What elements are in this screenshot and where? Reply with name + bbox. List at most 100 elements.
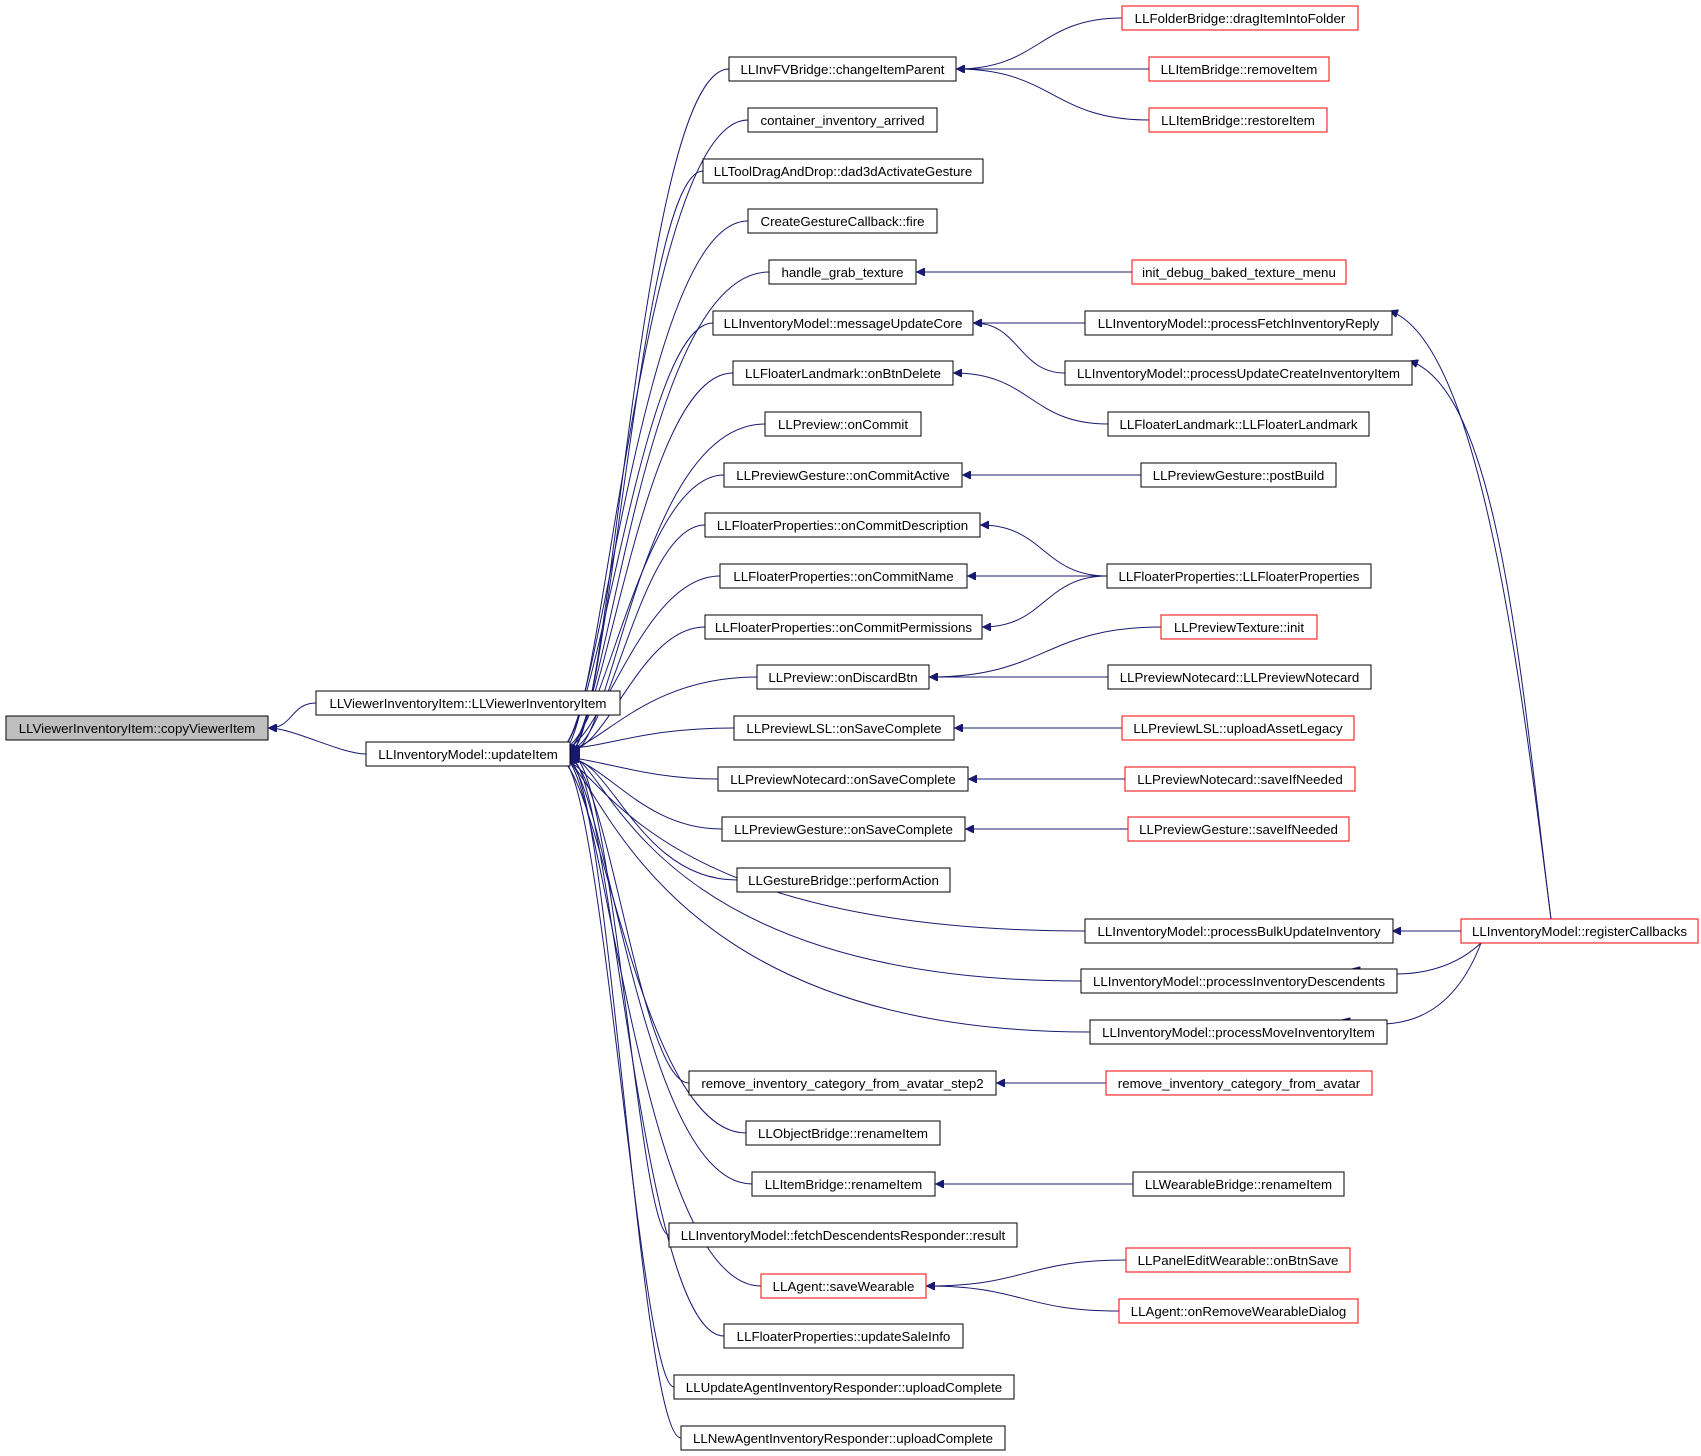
node-bulk[interactable]: LLInventoryModel::processBulkUpdateInven… xyxy=(1084,918,1394,944)
node-update[interactable]: LLInventoryModel::updateItem xyxy=(365,741,571,767)
edge-dad3d-to-update xyxy=(569,170,704,752)
node-lslsave[interactable]: LLPreviewLSL::onSaveComplete xyxy=(733,715,955,741)
node-removeitem[interactable]: LLItemBridge::removeItem xyxy=(1148,56,1330,82)
node-label: LLNewAgentInventoryResponder::uploadComp… xyxy=(693,1431,993,1446)
edge-naup-to-update xyxy=(568,760,682,1439)
node-ncsaveif[interactable]: LLPreviewNotecard::saveIfNeeded xyxy=(1124,766,1356,792)
node-gbperf[interactable]: LLGestureBridge::performAction xyxy=(736,867,951,893)
node-wearren[interactable]: LLWearableBridge::renameItem xyxy=(1132,1171,1345,1197)
node-move[interactable]: LLInventoryModel::processMoveInventoryIt… xyxy=(1089,1019,1388,1045)
node-naup[interactable]: LLNewAgentInventoryResponder::uploadComp… xyxy=(680,1425,1006,1451)
node-fpname[interactable]: LLFloaterProperties::onCommitName xyxy=(719,563,968,589)
node-label: LLViewerInventoryItem::copyViewerItem xyxy=(19,721,256,736)
edge-savewear-to-update xyxy=(563,757,762,1287)
node-box xyxy=(1064,360,1413,386)
node-ncsave[interactable]: LLPreviewNotecard::onSaveComplete xyxy=(717,766,969,792)
edge-fpperm-to-update xyxy=(568,626,706,751)
node-fetchres[interactable]: LLInventoryModel::fetchDescendentsRespon… xyxy=(668,1222,1018,1248)
node-uaup[interactable]: LLUpdateAgentInventoryResponder::uploadC… xyxy=(673,1374,1015,1400)
edge-grab-to-update xyxy=(567,271,770,749)
node-box xyxy=(673,1374,1015,1400)
node-label: handle_grab_texture xyxy=(782,265,904,280)
node-lmctor[interactable]: LLFloaterLandmark::LLFloaterLandmark xyxy=(1107,411,1370,437)
edge-pgactive-to-update xyxy=(563,474,725,748)
node-msgcore[interactable]: LLInventoryModel::messageUpdateCore xyxy=(712,310,974,336)
node-grab[interactable]: handle_grab_texture xyxy=(768,259,917,285)
node-label: LLViewerInventoryItem::LLViewerInventory… xyxy=(330,696,607,711)
node-box xyxy=(721,816,966,842)
node-dad3d[interactable]: LLToolDragAndDrop::dad3dActivateGesture xyxy=(702,158,984,184)
node-rmwear[interactable]: LLAgent::onRemoveWearableDialog xyxy=(1118,1298,1359,1324)
node-objren[interactable]: LLObjectBridge::renameItem xyxy=(745,1120,941,1146)
node-restoreitem[interactable]: LLItemBridge::restoreItem xyxy=(1148,107,1328,133)
node-label: LLObjectBridge::renameItem xyxy=(758,1126,928,1141)
node-label: LLFloaterProperties::onCommitPermissions xyxy=(715,620,973,635)
node-pewsave[interactable]: LLPanelEditWearable::onBtnSave xyxy=(1125,1247,1351,1273)
node-rmstep2[interactable]: remove_inventory_category_from_avatar_st… xyxy=(688,1070,997,1096)
node-label: LLPreviewLSL::uploadAssetLegacy xyxy=(1133,721,1343,736)
node-pgbuild[interactable]: LLPreviewGesture::postBuild xyxy=(1140,462,1337,488)
edge-move-to-update xyxy=(560,757,1091,1033)
edge-itemren-to-update xyxy=(565,760,753,1185)
node-descend[interactable]: LLInventoryModel::processInventoryDescen… xyxy=(1080,968,1398,994)
node-box xyxy=(1121,5,1359,31)
edge-fetchres-to-update xyxy=(572,756,670,1236)
node-ptinit[interactable]: LLPreviewTexture::init xyxy=(1160,614,1318,640)
node-salesinfo[interactable]: LLFloaterProperties::updateSaleInfo xyxy=(723,1323,964,1349)
node-box xyxy=(728,56,957,82)
node-box xyxy=(680,1425,1006,1451)
node-lslupload[interactable]: LLPreviewLSL::uploadAssetLegacy xyxy=(1121,715,1355,741)
node-createinv[interactable]: LLInventoryModel::processUpdateCreateInv… xyxy=(1064,360,1413,386)
node-cgfire[interactable]: CreateGestureCallback::fire xyxy=(747,208,938,234)
node-box xyxy=(704,614,983,640)
node-fpdesc[interactable]: LLFloaterProperties::onCommitDescription xyxy=(704,512,981,538)
node-label: LLFloaterProperties::onCommitDescription xyxy=(717,518,968,533)
node-pgsave[interactable]: LLPreviewGesture::onSaveComplete xyxy=(721,816,966,842)
node-box xyxy=(756,664,930,690)
node-lmdel[interactable]: LLFloaterLandmark::onBtnDelete xyxy=(732,360,954,386)
node-label: container_inventory_arrived xyxy=(760,113,924,128)
node-discard[interactable]: LLPreview::onDiscardBtn xyxy=(756,664,930,690)
node-label: LLFloaterProperties::updateSaleInfo xyxy=(737,1329,951,1344)
node-pnctor[interactable]: LLPreviewNotecard::LLPreviewNotecard xyxy=(1107,664,1372,690)
node-box xyxy=(1148,107,1328,133)
node-ctor[interactable]: LLViewerInventoryItem::LLViewerInventory… xyxy=(315,690,621,716)
node-root[interactable]: LLViewerInventoryItem::copyViewerItem xyxy=(5,715,269,741)
node-fpctor[interactable]: LLFloaterProperties::LLFloaterProperties xyxy=(1106,563,1372,589)
node-label: LLInvFVBridge::changeItemParent xyxy=(740,62,944,77)
node-itemren[interactable]: LLItemBridge::renameItem xyxy=(751,1171,936,1197)
node-dragfolder[interactable]: LLFolderBridge::dragItemIntoFolder xyxy=(1121,5,1359,31)
edge-createinv-to-msgcore xyxy=(974,323,1066,374)
node-box xyxy=(1107,411,1370,437)
node-initdebug[interactable]: init_debug_baked_texture_menu xyxy=(1131,259,1347,285)
node-savewear[interactable]: LLAgent::saveWearable xyxy=(760,1273,927,1299)
node-box xyxy=(1106,563,1372,589)
node-rmcat[interactable]: remove_inventory_category_from_avatar xyxy=(1105,1070,1373,1096)
edge-fpctor-to-fpperm xyxy=(983,575,1108,627)
node-box xyxy=(1140,462,1337,488)
node-box xyxy=(1105,1070,1373,1096)
node-changeParent[interactable]: LLInvFVBridge::changeItemParent xyxy=(728,56,957,82)
node-label: LLPreview::onDiscardBtn xyxy=(768,670,917,685)
node-label: LLInventoryModel::registerCallbacks xyxy=(1472,924,1687,939)
node-box xyxy=(723,1323,964,1349)
edge-dragfolder-to-changeParent xyxy=(957,17,1123,69)
node-label: LLFloaterProperties::LLFloaterProperties xyxy=(1119,569,1360,584)
node-label: LLFloaterProperties::onCommitName xyxy=(733,569,953,584)
node-fpperm[interactable]: LLFloaterProperties::onCommitPermissions xyxy=(704,614,983,640)
node-fetchreply[interactable]: LLInventoryModel::processFetchInventoryR… xyxy=(1084,310,1393,336)
edge-regcb-to-fetchreply xyxy=(1390,311,1552,920)
node-box xyxy=(365,741,571,767)
edge-update-to-root xyxy=(269,728,367,755)
node-label: LLGestureBridge::performAction xyxy=(748,873,939,888)
edge-regcb-to-createinv xyxy=(1410,361,1552,920)
node-pgsaveif[interactable]: LLPreviewGesture::saveIfNeeded xyxy=(1127,816,1350,842)
node-container[interactable]: container_inventory_arrived xyxy=(747,107,938,133)
node-label: LLPreviewGesture::onSaveComplete xyxy=(734,822,953,837)
node-label: LLWearableBridge::renameItem xyxy=(1145,1177,1332,1192)
node-prevcommit[interactable]: LLPreview::onCommit xyxy=(764,411,922,437)
edge-restoreitem-to-changeParent xyxy=(957,69,1150,121)
edge-ptinit-to-discard xyxy=(930,626,1162,677)
node-pgactive[interactable]: LLPreviewGesture::onCommitActive xyxy=(723,462,963,488)
node-regcb[interactable]: LLInventoryModel::registerCallbacks xyxy=(1460,918,1699,944)
